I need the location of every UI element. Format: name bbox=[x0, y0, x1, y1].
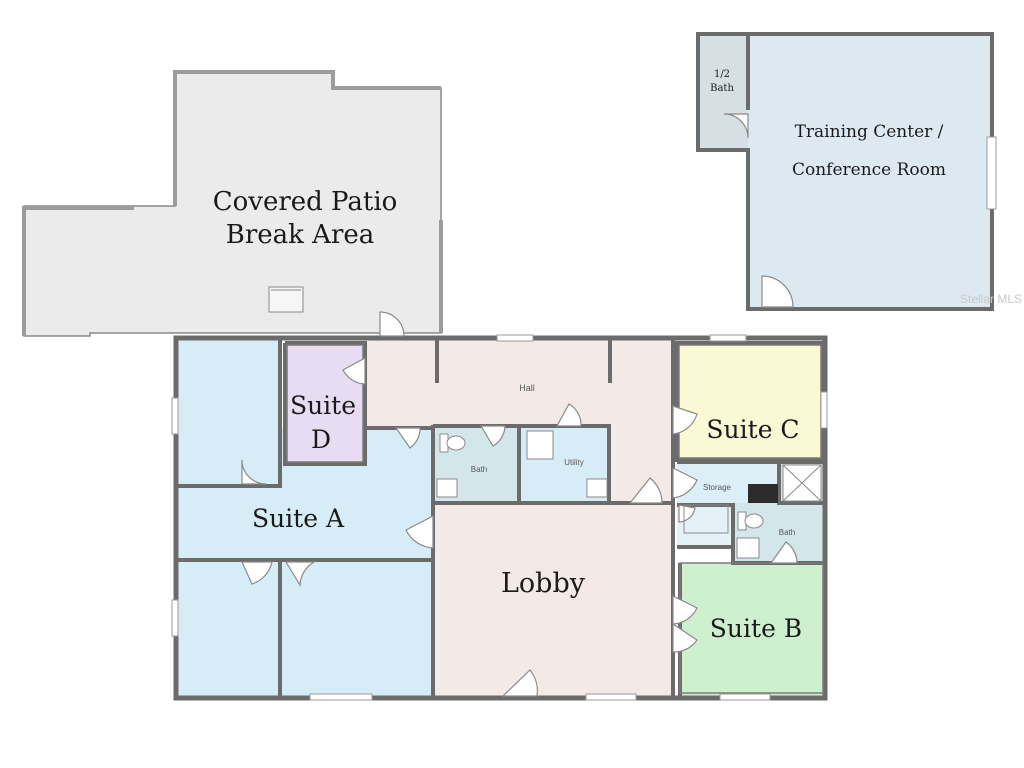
half-bath-label-line2: Bath bbox=[710, 83, 734, 94]
hall-label: Hall bbox=[519, 383, 535, 393]
suite-a-office-3 bbox=[280, 560, 433, 696]
training-walls bbox=[696, 32, 994, 311]
suite-c-label: Suite C bbox=[706, 415, 799, 444]
suite-d-label-line2: D bbox=[311, 425, 331, 454]
patio-label-line1: Covered Patio bbox=[213, 187, 398, 217]
doors bbox=[241, 311, 798, 697]
patio-railing bbox=[173, 70, 441, 206]
training-label-line2: Conference Room bbox=[792, 160, 946, 180]
water-heater bbox=[586, 478, 608, 498]
training-door bbox=[761, 275, 794, 308]
training-window bbox=[986, 136, 997, 210]
utility-label: Utility bbox=[564, 458, 584, 467]
patio-table bbox=[268, 286, 304, 313]
fixtures bbox=[436, 430, 822, 559]
utility-sink bbox=[526, 430, 554, 460]
storage-label: Storage bbox=[703, 483, 732, 492]
watermark: Stellar MLS bbox=[960, 292, 1022, 306]
closet-shelf bbox=[683, 504, 729, 534]
suite-a-office-2 bbox=[178, 560, 280, 696]
training-center: 1/2 Bath Training Center / Conference Ro… bbox=[696, 32, 997, 311]
training-room-floor bbox=[748, 34, 992, 309]
half-bath-floor bbox=[698, 34, 748, 150]
suite-a-label: Suite A bbox=[252, 504, 345, 533]
sink-2 bbox=[736, 537, 760, 559]
covered-patio: Covered Patio Break Area bbox=[22, 70, 443, 337]
suite-b-floor bbox=[680, 563, 823, 696]
patio-label-line2: Break Area bbox=[226, 220, 375, 250]
bath-2-label: Bath bbox=[779, 528, 795, 537]
toilet-1-bowl bbox=[446, 435, 466, 451]
lobby-floor bbox=[433, 505, 673, 696]
main-building: Hall Suite A Suite D Suite C Suite B Lob… bbox=[171, 311, 828, 701]
bath-1-label: Bath bbox=[471, 465, 487, 474]
windows bbox=[171, 334, 828, 701]
suite-b-label: Suite B bbox=[710, 614, 802, 643]
suite-d-floor bbox=[285, 343, 365, 463]
lobby-label: Lobby bbox=[501, 568, 586, 599]
sink-1 bbox=[436, 478, 458, 498]
suite-d-label-line1: Suite bbox=[290, 391, 356, 420]
suite-c-floor bbox=[677, 343, 823, 460]
half-bath-label-line1: 1/2 bbox=[714, 69, 730, 80]
mechanical-block bbox=[748, 484, 778, 503]
suite-d-inner bbox=[286, 344, 364, 463]
toilet-2-bowl bbox=[744, 513, 764, 529]
half-bath-door bbox=[723, 113, 749, 139]
training-label-line1: Training Center / bbox=[795, 122, 944, 142]
